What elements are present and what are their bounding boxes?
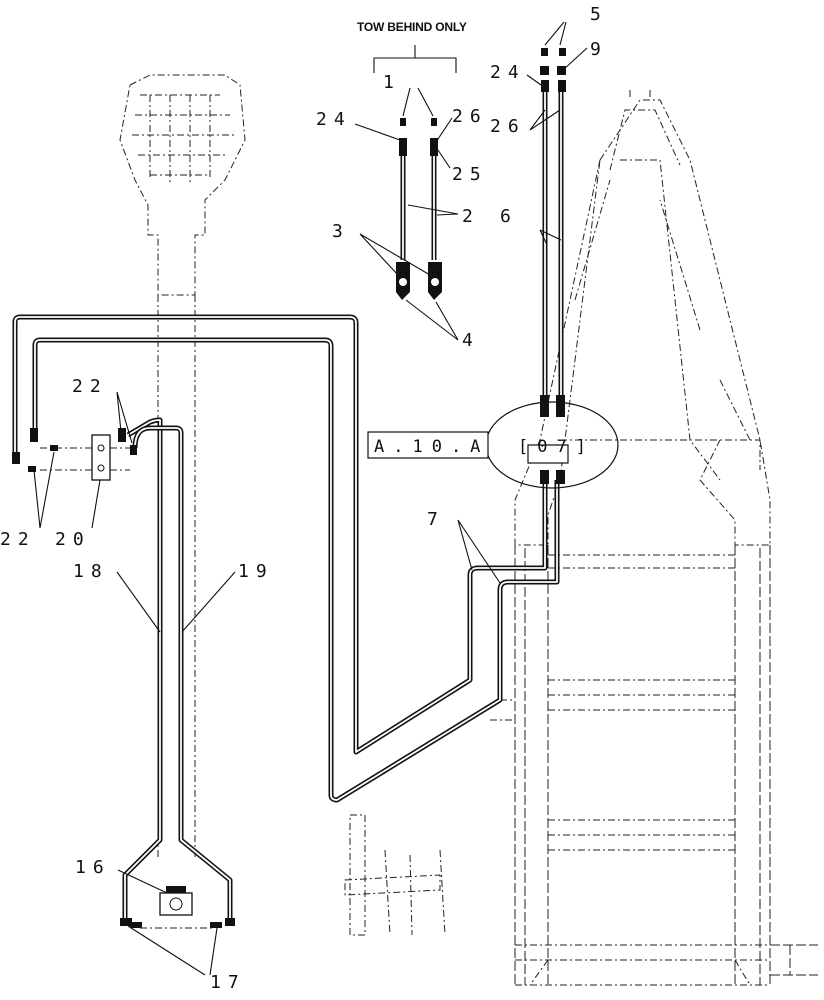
- callout-19: 19: [238, 561, 274, 582]
- reference-box: [367, 431, 489, 459]
- reference-bracket-text: [07]: [518, 437, 595, 457]
- callout-2: 2: [462, 206, 480, 227]
- callout-16: 16: [75, 857, 111, 878]
- implement-frame: [490, 90, 818, 986]
- reference-text: A.10.A: [374, 437, 489, 457]
- leader-lines: [33, 21, 588, 976]
- hose-fittings: [120, 48, 569, 929]
- lower-linkage: [344, 814, 446, 936]
- callout-26-tow: 26: [452, 106, 488, 127]
- callout-20: 20: [55, 529, 91, 550]
- callout-24-frame: 24: [490, 62, 526, 83]
- callout-1: 1: [383, 72, 401, 93]
- callout-3: 3: [332, 221, 350, 242]
- callout-25: 25: [452, 164, 488, 185]
- callout-7: 7: [427, 509, 445, 530]
- callout-18: 18: [73, 561, 109, 582]
- callout-4: 4: [462, 330, 480, 351]
- callout-5: 5: [590, 4, 608, 25]
- callouts: 1 2 3 4 5 6 7 9 16 17 18 19 20 22 22 24 …: [0, 4, 608, 993]
- header-bracket: [373, 45, 457, 73]
- header-text: TOW BEHIND ONLY: [357, 20, 467, 34]
- callout-22-left: 22: [0, 529, 36, 550]
- callout-9: 9: [590, 39, 608, 60]
- callout-22-top: 22: [72, 376, 108, 397]
- valve-block: [12, 428, 137, 481]
- callout-6: 6: [500, 206, 518, 227]
- callout-17: 17: [210, 972, 246, 993]
- callout-26-frame: 26: [490, 116, 526, 137]
- callout-24-tow: 24: [316, 109, 352, 130]
- hose-set: [12, 90, 564, 925]
